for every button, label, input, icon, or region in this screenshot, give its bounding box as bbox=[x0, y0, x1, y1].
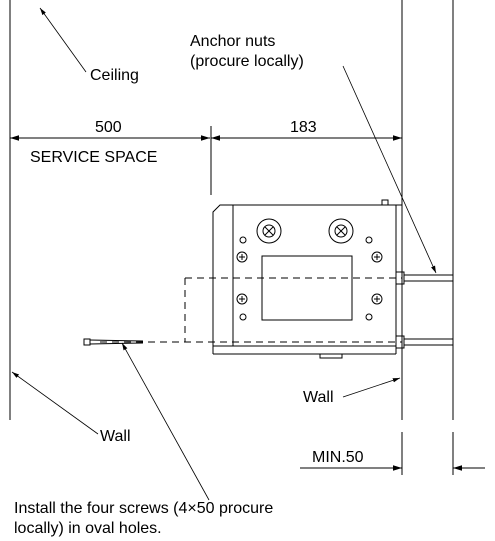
wall-right-label: Wall bbox=[303, 389, 334, 406]
dimension-183: 183 bbox=[210, 119, 402, 195]
wall-left-leader bbox=[11, 371, 99, 435]
mounting-dashed-lines bbox=[100, 277, 402, 343]
large-screw-right bbox=[328, 218, 354, 244]
svg-text:MIN.50: MIN.50 bbox=[312, 449, 364, 466]
wall-right-leader bbox=[342, 377, 401, 398]
anchor-bolts bbox=[395, 271, 453, 349]
dimension-min50: MIN.50 bbox=[300, 449, 485, 471]
svg-text:500: 500 bbox=[95, 119, 122, 136]
large-screw-left bbox=[256, 218, 282, 244]
anchor-nuts-leader bbox=[342, 65, 437, 274]
install-note-line2: locally) in oval holes. bbox=[14, 520, 162, 537]
dimension-500: 500 bbox=[10, 119, 210, 141]
screw bbox=[83, 338, 144, 346]
anchor-nuts-label-1: Anchor nuts bbox=[190, 33, 275, 50]
ceiling-leader bbox=[39, 7, 87, 73]
service-space-label: SERVICE SPACE bbox=[30, 149, 157, 166]
wall-left-label: Wall bbox=[100, 428, 131, 445]
svg-text:183: 183 bbox=[290, 119, 317, 136]
right-wall bbox=[401, 0, 454, 475]
small-bolts bbox=[236, 236, 383, 321]
unit-body bbox=[212, 199, 402, 359]
install-screws-leader bbox=[121, 342, 210, 501]
anchor-nuts-label-2: (procure locally) bbox=[190, 53, 304, 70]
ceiling-label: Ceiling bbox=[90, 67, 139, 84]
install-note-line1: Install the four screws (4×50 procure bbox=[14, 500, 273, 517]
